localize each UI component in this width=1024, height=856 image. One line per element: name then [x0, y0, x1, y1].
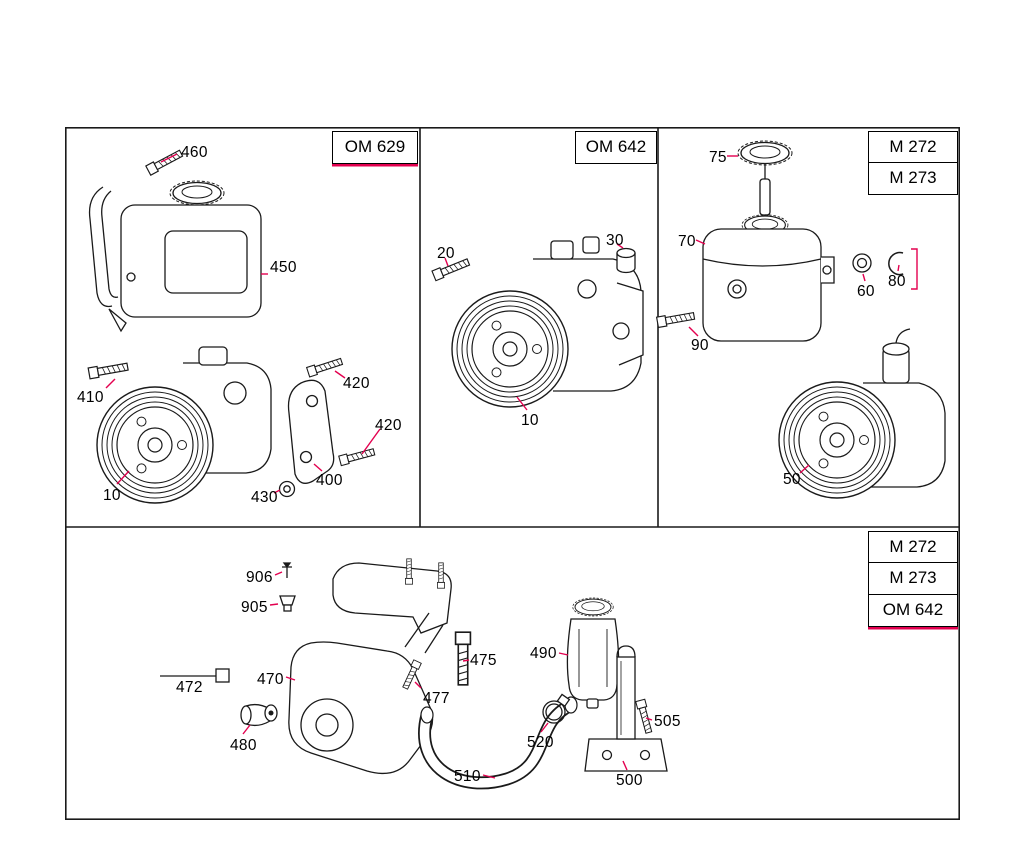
nut-430-drawing — [278, 480, 296, 498]
engine-code-m273: M 273 — [868, 162, 958, 196]
reservoir-490-drawing — [566, 597, 620, 709]
pump-10-om629-drawing — [96, 346, 272, 504]
engine-code-stack-om642: OM 642 — [575, 131, 657, 164]
part-callout-50[interactable]: 50 — [783, 471, 801, 488]
part-callout-505[interactable]: 505 — [654, 713, 681, 730]
clip-80-drawing — [888, 251, 904, 276]
engine-code-stack-m272-m273: M 272 M 273 — [868, 131, 958, 196]
engine-code-m272-bottom: M 272 — [868, 531, 958, 564]
part-callout-450[interactable]: 450 — [270, 259, 297, 276]
seal-60-drawing — [852, 253, 872, 273]
leader-lines — [105, 153, 918, 779]
part-callout-410[interactable]: 410 — [77, 389, 104, 406]
part-callout-510[interactable]: 510 — [454, 768, 481, 785]
reservoir-70-drawing — [702, 214, 835, 342]
engine-code-m273-bottom: M 273 — [868, 562, 958, 596]
part-callout-60[interactable]: 60 — [857, 283, 875, 300]
diagram-line-art — [65, 127, 960, 820]
part-callout-30[interactable]: 30 — [606, 232, 624, 249]
part-callout-430[interactable]: 430 — [251, 489, 278, 506]
engine-code-om642: OM 642 — [575, 131, 657, 164]
pump-10-om642-drawing — [451, 236, 644, 408]
part-callout-10[interactable]: 10 — [521, 412, 539, 429]
bracket-400-drawing — [287, 379, 335, 484]
bolt-475-drawing — [454, 631, 472, 686]
part-callout-905[interactable]: 905 — [241, 599, 268, 616]
retaining-strap-drawing — [88, 186, 127, 333]
part-callout-70[interactable]: 70 — [678, 233, 696, 250]
part-callout-475[interactable]: 475 — [470, 652, 497, 669]
part-callout-906[interactable]: 906 — [246, 569, 273, 586]
screw-420b-drawing — [338, 446, 376, 467]
screw-410-drawing — [87, 360, 130, 380]
engine-code-stack-om629: OM 629 — [332, 131, 418, 164]
clamp-520-drawing — [542, 693, 571, 724]
engine-code-om629: OM 629 — [332, 131, 418, 164]
part-callout-460[interactable]: 460 — [181, 144, 208, 161]
cap-75-drawing — [737, 140, 793, 224]
engine-code-m272: M 272 — [868, 131, 958, 164]
part-callout-90[interactable]: 90 — [691, 337, 709, 354]
plug-30-drawing — [616, 247, 636, 274]
part-callout-400[interactable]: 400 — [316, 472, 343, 489]
screw-505-drawing — [635, 698, 654, 735]
engine-code-stack-bottom: M 272 M 273 OM 642 — [868, 531, 958, 627]
reservoir-450-drawing — [120, 180, 262, 318]
part-callout-470[interactable]: 470 — [257, 671, 284, 688]
pump-470-drawing — [288, 558, 452, 775]
part-callout-420[interactable]: 420 — [343, 375, 370, 392]
part-callout-420[interactable]: 420 — [375, 417, 402, 434]
part-callout-472[interactable]: 472 — [176, 679, 203, 696]
plug-905-drawing — [279, 595, 296, 612]
part-callout-500[interactable]: 500 — [616, 772, 643, 789]
screw-90-drawing — [656, 310, 696, 329]
pin-906-drawing — [282, 562, 292, 578]
part-callout-10[interactable]: 10 — [103, 487, 121, 504]
screw-460-drawing — [145, 147, 185, 176]
panel-borders — [65, 127, 960, 820]
part-callout-490[interactable]: 490 — [530, 645, 557, 662]
bracket-500-drawing — [584, 645, 668, 772]
part-callout-520[interactable]: 520 — [527, 734, 554, 751]
screw-420a-drawing — [306, 356, 344, 378]
hose-510-drawing — [418, 696, 578, 790]
pump-50-drawing — [778, 328, 946, 499]
part-callout-80[interactable]: 80 — [888, 273, 906, 290]
part-callout-480[interactable]: 480 — [230, 737, 257, 754]
part-callout-20[interactable]: 20 — [437, 245, 455, 262]
damper-480-drawing — [240, 703, 278, 727]
part-callout-75[interactable]: 75 — [709, 149, 727, 166]
engine-code-om642-bottom: OM 642 — [868, 593, 958, 627]
part-callout-477[interactable]: 477 — [423, 690, 450, 707]
shim-472-drawing — [160, 668, 230, 683]
